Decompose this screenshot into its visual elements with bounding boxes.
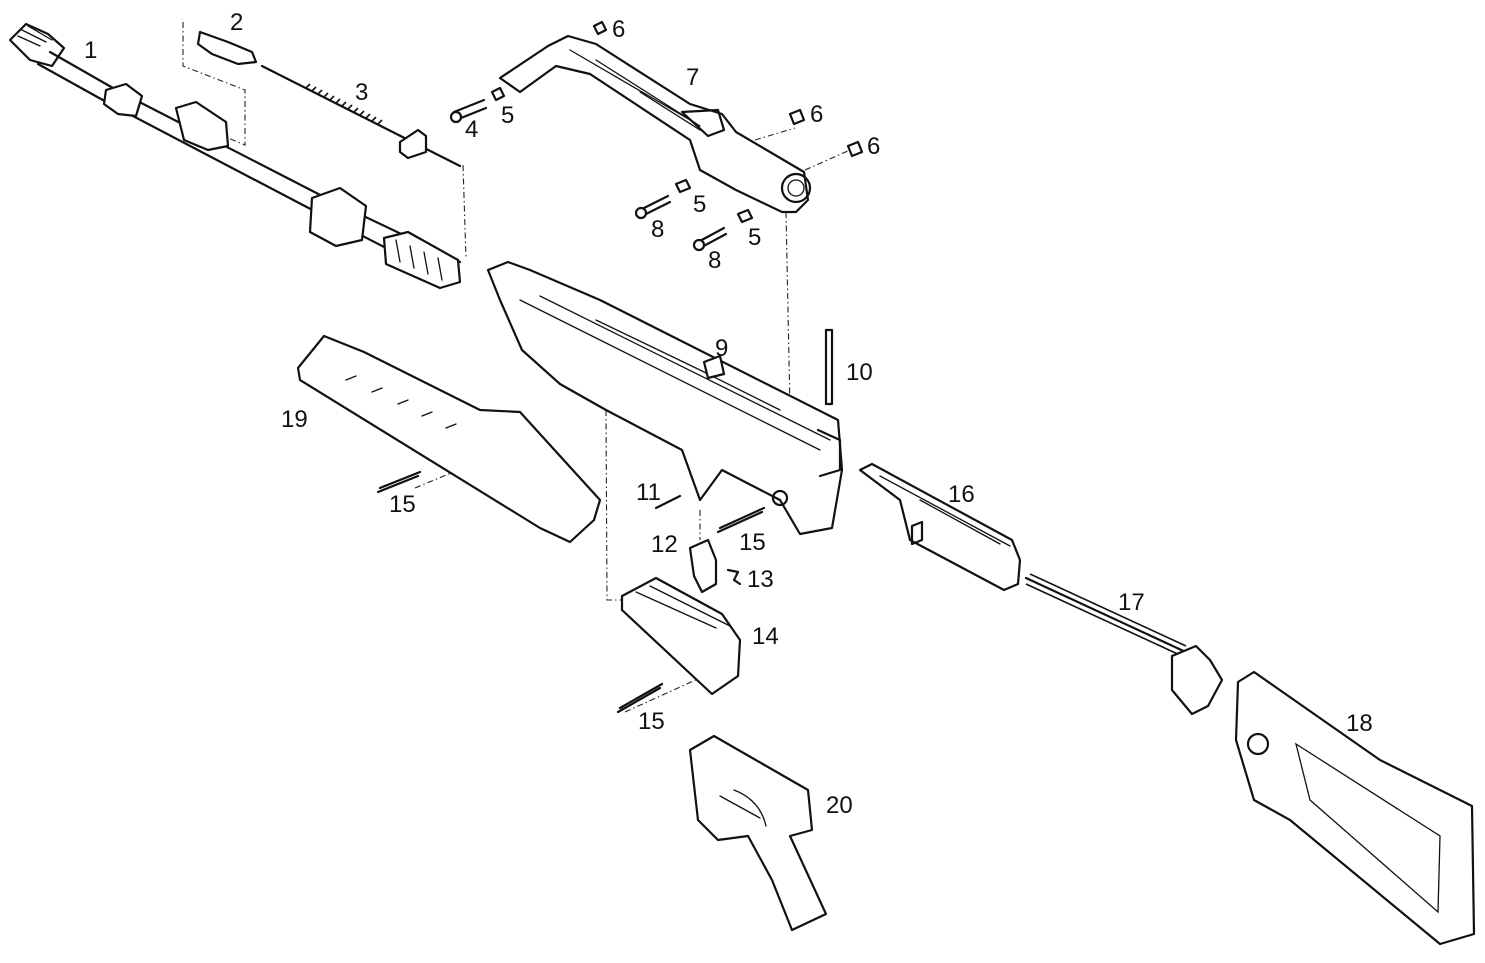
callout-6: 6 (612, 16, 625, 43)
spring-clip (726, 568, 742, 586)
callout-13: 13 (747, 566, 774, 593)
bolt-assembly (858, 462, 1022, 592)
callout-16: 16 (948, 481, 975, 508)
callout-15: 15 (739, 529, 766, 556)
callout-8: 8 (651, 216, 664, 243)
callout-15: 15 (638, 708, 665, 735)
stock (1234, 670, 1476, 946)
callout-7: 7 (686, 64, 699, 91)
recoil-spring (1024, 573, 1224, 716)
callout-12: 12 (651, 531, 678, 558)
small-fasteners (449, 20, 864, 252)
recoil-rod-spring (260, 64, 462, 168)
callout-9: 9 (715, 335, 728, 362)
pin (654, 494, 682, 510)
trigger-group (688, 734, 828, 932)
magazine-housing (620, 576, 742, 696)
callout-10: 10 (846, 359, 873, 386)
cocking-tube-housing (498, 34, 812, 214)
pin (824, 328, 834, 406)
callout-19: 19 (281, 406, 308, 433)
gas-piston-part (196, 30, 258, 66)
callout-18: 18 (1346, 710, 1373, 737)
callout-labels: 1 2 3 4 5 5 5 6 6 6 7 8 8 9 10 11 12 13 … (84, 9, 1373, 819)
callout-6: 6 (867, 133, 880, 160)
callout-5: 5 (693, 191, 706, 218)
pins (376, 470, 766, 714)
callout-6: 6 (810, 101, 823, 128)
assembly-guide-lines (182, 22, 851, 713)
handguard (296, 334, 602, 544)
callout-14: 14 (752, 623, 779, 650)
callout-3: 3 (355, 79, 368, 106)
callout-5: 5 (748, 224, 761, 251)
callout-17: 17 (1118, 589, 1145, 616)
callout-5: 5 (501, 102, 514, 129)
callout-20: 20 (826, 792, 853, 819)
latch-part (688, 538, 718, 594)
callout-1: 1 (84, 37, 97, 64)
callout-11: 11 (636, 479, 661, 506)
callout-15: 15 (389, 491, 416, 518)
receiver (486, 260, 844, 536)
callout-2: 2 (230, 9, 243, 36)
callout-8: 8 (708, 247, 721, 274)
callout-4: 4 (465, 116, 478, 143)
barrel-assembly (8, 22, 462, 290)
